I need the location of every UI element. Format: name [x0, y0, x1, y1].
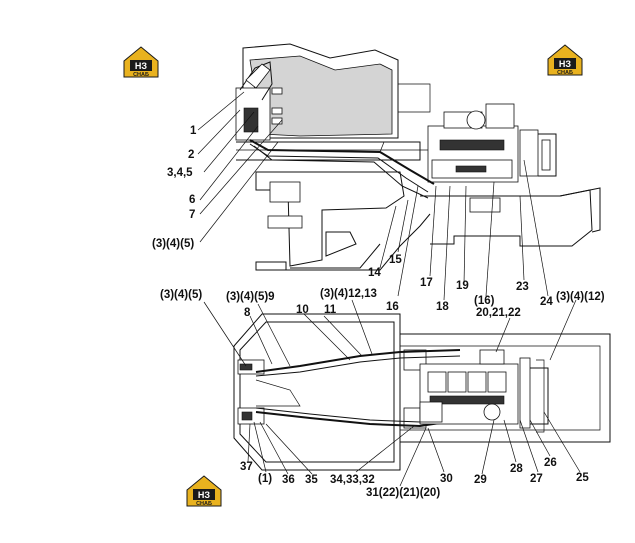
callout-label: (1): [258, 473, 272, 485]
callout-label: 30: [440, 473, 453, 485]
callout-label: (16): [474, 295, 495, 307]
callout-label: 24: [540, 296, 553, 308]
callout-label: 3,4,5: [167, 167, 193, 179]
top-view-drawing: [203, 299, 611, 487]
callout-label: 37: [240, 461, 253, 473]
callout-label: (3)(4)(12): [556, 291, 605, 303]
callout-label: (3)(4)12,13: [320, 288, 377, 300]
callout-label: 11: [324, 304, 337, 316]
callout-label: 17: [420, 277, 433, 289]
callout-label: 28: [510, 463, 523, 475]
logo-subtext: СНАБ: [133, 72, 149, 78]
logo-bottom-left: НЗ СНАБ: [186, 475, 222, 507]
callout-label: 7: [189, 209, 195, 221]
callout-label: 18: [436, 301, 449, 313]
callout-label: (3)(4)(5): [160, 289, 202, 301]
callout-label: 26: [544, 457, 557, 469]
callout-label: 35: [305, 474, 318, 486]
callout-label: 29: [474, 474, 487, 486]
callout-label: 8: [244, 307, 251, 319]
callout-label: 16: [386, 301, 399, 313]
logo-text: НЗ: [135, 61, 147, 71]
top-view-callouts: (3)(4)(5) (3)(4)(5)9 8 10 11 (3)(4)12,13…: [160, 288, 605, 499]
callout-label: 27: [530, 473, 543, 485]
callout-label: 25: [576, 472, 589, 484]
side-view-drawing: [197, 43, 601, 301]
callout-label: 19: [456, 280, 469, 292]
callout-label: 20,21,22: [476, 307, 521, 319]
logo-subtext: СНАБ: [196, 501, 212, 507]
logo-text: НЗ: [198, 490, 210, 500]
callout-label: 15: [389, 254, 402, 266]
callout-label: (3)(4)(5)9: [226, 291, 275, 303]
logo-top-right: НЗ СНАБ: [547, 44, 583, 76]
callout-label: 14: [368, 267, 381, 279]
logo-subtext: СНАБ: [557, 70, 573, 76]
callout-label: 6: [189, 194, 195, 206]
logo-text: НЗ: [559, 59, 571, 69]
side-view-callouts: 1 2 3,4,5 6 7 (3)(4)(5) 14 15 16 17 18 1…: [152, 125, 553, 313]
callout-label: 1: [190, 125, 197, 137]
callout-label: (3)(4)(5): [152, 238, 194, 250]
callout-label: 2: [188, 149, 194, 161]
callout-label: 36: [282, 474, 295, 486]
callout-label: 23: [516, 281, 529, 293]
logo-top-left: НЗ СНАБ: [123, 46, 159, 78]
callout-label: 10: [296, 304, 309, 316]
callout-label: 31(22)(21)(20): [366, 487, 440, 499]
callout-label: 34,33,32: [330, 474, 375, 486]
